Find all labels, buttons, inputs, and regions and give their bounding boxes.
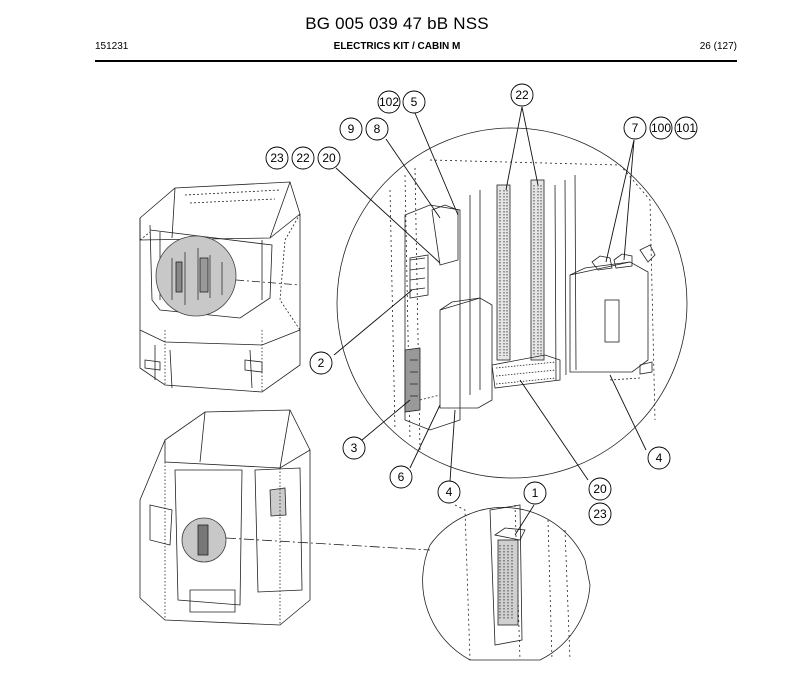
callout-label: 1 xyxy=(532,486,539,500)
callout-c8: 8 xyxy=(365,117,389,141)
callout-circle xyxy=(265,146,289,170)
header-rule xyxy=(95,60,737,62)
callout-c2: 2 xyxy=(309,351,333,375)
callout-circle xyxy=(647,446,671,470)
callout-c9: 9 xyxy=(339,117,363,141)
callout-circle xyxy=(402,90,426,114)
callout-label: 22 xyxy=(515,88,529,102)
callout-c1: 1 xyxy=(523,481,547,505)
doc-code: 151231 xyxy=(95,41,129,52)
detail-circle-lower xyxy=(422,504,591,661)
callout-label: 2 xyxy=(318,356,325,370)
callout-circle xyxy=(309,351,333,375)
callout-c100: 100 xyxy=(649,116,673,140)
callout-label: 9 xyxy=(348,122,355,136)
callout-circle xyxy=(291,146,315,170)
callout-circle xyxy=(523,481,547,505)
callout-c23b: 23 xyxy=(588,502,612,526)
page-number: 26 (127) xyxy=(699,41,737,52)
callout-circle xyxy=(674,116,698,140)
callout-c7: 7 xyxy=(623,116,647,140)
callout-c101: 101 xyxy=(674,116,698,140)
callout-label: 20 xyxy=(593,482,607,496)
cabin-lower-view xyxy=(139,409,311,626)
callout-c102: 102 xyxy=(377,90,401,114)
callout-label: 8 xyxy=(374,122,381,136)
callout-circle xyxy=(317,146,341,170)
callout-circle xyxy=(623,116,647,140)
callout-circle xyxy=(377,90,401,114)
callout-circle xyxy=(389,465,413,489)
callout-label: 7 xyxy=(632,121,639,135)
callout-c4b: 4 xyxy=(647,446,671,470)
callout-c3: 3 xyxy=(342,436,366,460)
callout-circle xyxy=(365,117,389,141)
callout-circle xyxy=(588,477,612,501)
callout-label: 3 xyxy=(351,441,358,455)
callout-label: 23 xyxy=(270,151,284,165)
callout-c22a: 22 xyxy=(510,83,534,107)
callout-label: 4 xyxy=(446,485,453,499)
callout-label: 20 xyxy=(322,151,336,165)
cabin-upper-view xyxy=(139,181,301,393)
callout-label: 102 xyxy=(379,95,399,109)
callout-label: 6 xyxy=(398,470,405,484)
callout-label: 23 xyxy=(593,507,607,521)
callout-circle xyxy=(342,436,366,460)
callout-label: 101 xyxy=(676,121,696,135)
callout-label: 4 xyxy=(656,451,663,465)
callout-circle xyxy=(649,116,673,140)
callout-c20a: 20 xyxy=(317,146,341,170)
document-title: BG 005 039 47 bB NSS xyxy=(305,14,489,33)
callout-circle xyxy=(588,502,612,526)
callout-c6: 6 xyxy=(389,465,413,489)
callout-c23a: 23 xyxy=(265,146,289,170)
callout-c4a: 4 xyxy=(437,480,461,504)
callout-label: 5 xyxy=(411,95,418,109)
callout-c20b: 20 xyxy=(588,477,612,501)
leader-lines xyxy=(333,106,647,536)
callout-circle xyxy=(339,117,363,141)
callout-circle xyxy=(510,83,534,107)
callout-label: 22 xyxy=(296,151,310,165)
callout-circle xyxy=(437,480,461,504)
callout-c5: 5 xyxy=(402,90,426,114)
callout-c22b: 22 xyxy=(291,146,315,170)
section-title: ELECTRICS KIT / CABIN M xyxy=(333,41,461,52)
callout-label: 100 xyxy=(651,121,671,135)
detail-circle-main xyxy=(336,127,688,479)
